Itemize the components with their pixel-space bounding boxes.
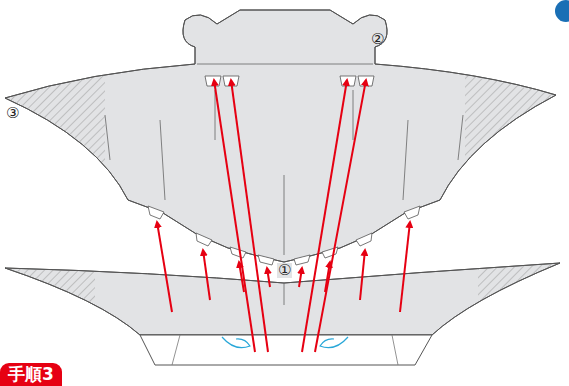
lower-piece [0, 255, 569, 365]
step-badge: 手順3 [0, 363, 62, 386]
callout-number: ② [371, 32, 384, 47]
corner-mark [555, 0, 569, 22]
callout-number: ① [277, 263, 292, 278]
callout-number: ③ [6, 106, 19, 121]
upper-piece [0, 10, 569, 265]
step-title: 手順3 [8, 364, 54, 384]
assembly-arrows [157, 80, 410, 352]
